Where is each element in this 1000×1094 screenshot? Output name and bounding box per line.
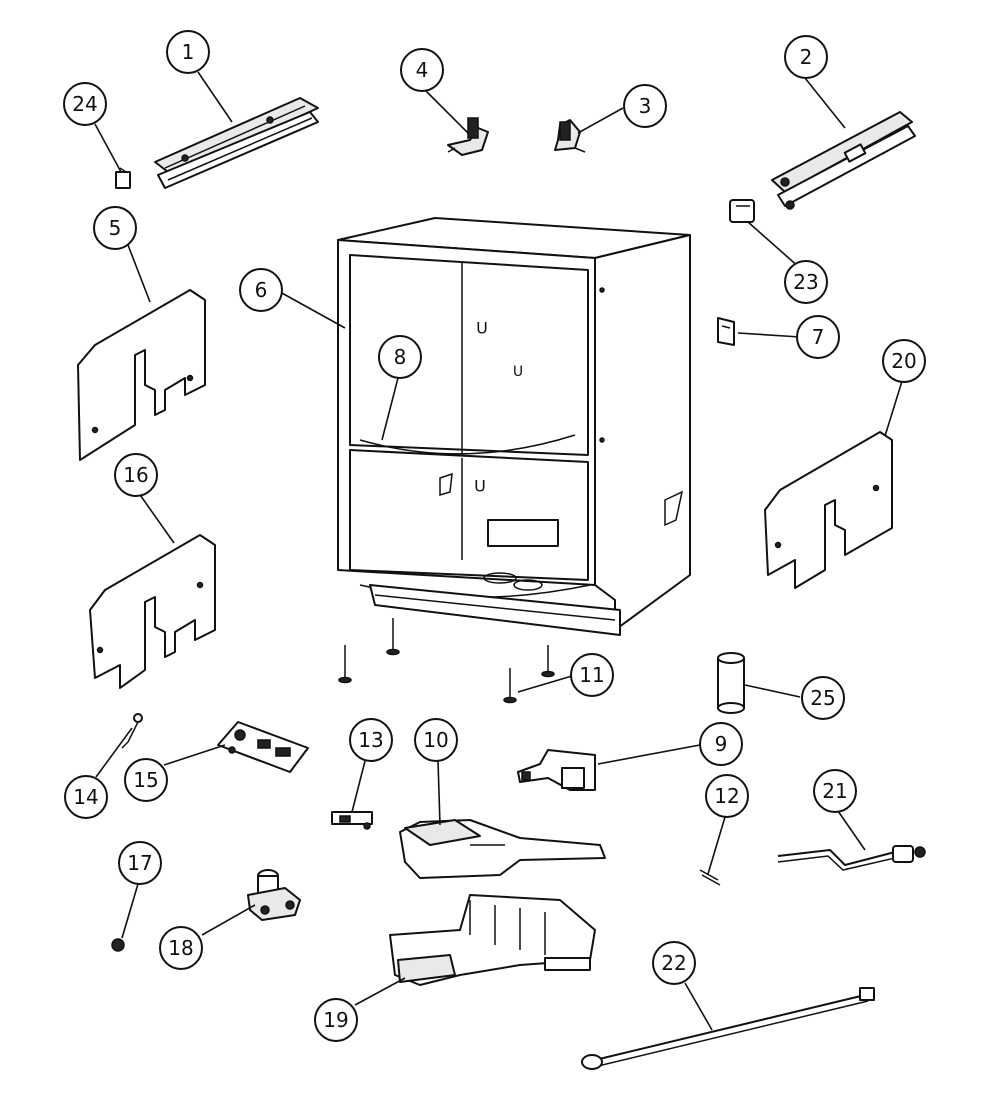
- callout-19: 19: [314, 998, 358, 1042]
- callout-6-label: 6: [255, 278, 268, 302]
- callout-4-label: 4: [416, 58, 429, 82]
- callout-12-label: 12: [714, 784, 739, 808]
- callout-10-label: 10: [423, 728, 448, 752]
- part-13-switch: [331, 811, 373, 830]
- callout-17: 17: [118, 841, 162, 885]
- callout-6: 6: [239, 268, 283, 312]
- part-6-tub-cabinet: U U U: [337, 217, 691, 636]
- leader-lines: [94, 71, 904, 1031]
- part-23-bracket: [729, 199, 755, 223]
- callout-15-label: 15: [133, 768, 158, 792]
- callout-7: 7: [796, 315, 840, 359]
- callout-24-label: 24: [72, 92, 97, 116]
- part-14-sensor: [121, 713, 143, 749]
- callout-14-label: 14: [73, 785, 98, 809]
- callout-10: 10: [414, 718, 458, 762]
- part-15-control-board: [217, 721, 309, 773]
- callout-22-label: 22: [661, 951, 686, 975]
- part-12-clip: [699, 869, 721, 886]
- part-19-base-assembly: [389, 894, 596, 986]
- callout-1: 1: [166, 30, 210, 74]
- callout-25-label: 25: [810, 686, 835, 710]
- part-17-cap: [111, 938, 125, 952]
- callout-8: 8: [378, 335, 422, 379]
- callout-8-label: 8: [394, 345, 407, 369]
- svg-text:U: U: [476, 319, 488, 338]
- part-7-catch: [717, 317, 735, 346]
- part-3-hinge: [554, 119, 586, 153]
- part-20-panel: [764, 431, 893, 589]
- callout-2: 2: [784, 35, 828, 79]
- callout-9-label: 9: [715, 732, 728, 756]
- callout-19-label: 19: [323, 1008, 348, 1032]
- callout-3: 3: [623, 84, 667, 128]
- callout-15: 15: [124, 758, 168, 802]
- part-22-rod: [581, 987, 875, 1070]
- part-2-rail: [771, 111, 916, 210]
- callout-11-label: 11: [579, 663, 604, 687]
- part-10-assembly: [399, 819, 606, 879]
- callout-5-label: 5: [109, 216, 122, 240]
- callout-22: 22: [652, 941, 696, 985]
- callout-12: 12: [705, 774, 749, 818]
- callout-23: 23: [784, 260, 828, 304]
- callout-23-label: 23: [793, 270, 818, 294]
- callout-9: 9: [699, 722, 743, 766]
- callout-16: 16: [114, 453, 158, 497]
- callout-1-label: 1: [182, 40, 195, 64]
- part-24-clip: [115, 167, 131, 189]
- callout-13-label: 13: [358, 728, 383, 752]
- part-1-rail: [154, 97, 319, 189]
- callout-14: 14: [64, 775, 108, 819]
- callout-16-label: 16: [123, 463, 148, 487]
- callout-18: 18: [159, 926, 203, 970]
- part-11-screws: [338, 618, 555, 704]
- callout-20: 20: [882, 339, 926, 383]
- callout-24: 24: [63, 82, 107, 126]
- callout-18-label: 18: [168, 936, 193, 960]
- svg-text:U: U: [474, 477, 486, 496]
- part-9-dispenser: [517, 749, 596, 791]
- part-25-cylinder: [717, 652, 745, 714]
- part-21-hose: [777, 845, 926, 871]
- part-4-hinge: [447, 117, 489, 156]
- callout-21: 21: [813, 769, 857, 813]
- part-18-valve: [247, 869, 301, 921]
- svg-text:U: U: [513, 364, 523, 380]
- callout-11: 11: [570, 653, 614, 697]
- callout-21-label: 21: [822, 779, 847, 803]
- part-16-panel: [89, 534, 216, 689]
- callout-17-label: 17: [127, 851, 152, 875]
- callout-5: 5: [93, 206, 137, 250]
- callout-7-label: 7: [812, 325, 825, 349]
- callout-3-label: 3: [639, 94, 652, 118]
- callout-2-label: 2: [800, 45, 813, 69]
- callout-25: 25: [801, 676, 845, 720]
- callout-4: 4: [400, 48, 444, 92]
- part-5-panel: [77, 289, 206, 461]
- callout-20-label: 20: [891, 349, 916, 373]
- callout-13: 13: [349, 718, 393, 762]
